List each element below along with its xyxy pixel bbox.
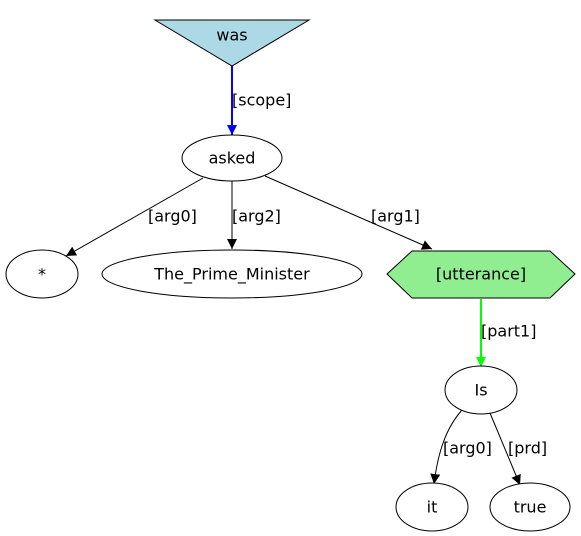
node-star-shape bbox=[5, 249, 79, 299]
node-was-label: was bbox=[216, 26, 247, 45]
node-asked-shape bbox=[181, 134, 283, 182]
edge-asked-star: [arg0] bbox=[65, 177, 204, 257]
node-is-shape bbox=[444, 365, 518, 415]
edge-line-arg0 bbox=[65, 177, 204, 257]
edge-line-arg1 bbox=[264, 175, 433, 250]
edge-line-is-arg0 bbox=[430, 409, 463, 485]
node-prime-minister: The_Prime_Minister bbox=[101, 249, 363, 299]
node-prime-minister-label: The_Prime_Minister bbox=[153, 265, 310, 285]
node-star: * bbox=[5, 249, 79, 299]
node-utterance-shape bbox=[386, 250, 576, 299]
edge-line-prd bbox=[489, 412, 521, 486]
edge-label-arg1: [arg1] bbox=[371, 207, 420, 226]
node-is-label: Is bbox=[474, 381, 487, 400]
edge-is-true: [prd] bbox=[489, 412, 547, 486]
node-true-shape bbox=[489, 482, 571, 532]
node-star-label: * bbox=[38, 265, 46, 284]
node-it: it bbox=[395, 482, 469, 532]
node-true: true bbox=[489, 482, 571, 532]
node-prime-minister-shape bbox=[101, 249, 363, 299]
edge-label-scope: [scope] bbox=[232, 91, 291, 110]
edge-is-it: [arg0] bbox=[430, 409, 492, 485]
node-it-label: it bbox=[427, 498, 438, 517]
edge-label-is-arg0: [arg0] bbox=[443, 439, 492, 458]
node-utterance-label: [utterance] bbox=[436, 265, 526, 284]
node-true-label: true bbox=[514, 498, 547, 517]
edge-label-prd: [prd] bbox=[508, 439, 547, 458]
edge-asked-utterance: [arg1] bbox=[264, 175, 433, 250]
node-asked: asked bbox=[181, 134, 283, 182]
node-is: Is bbox=[444, 365, 518, 415]
edge-utterance-is: [part1] bbox=[476, 299, 536, 367]
edge-label-part1: [part1] bbox=[481, 322, 536, 341]
node-was-shape bbox=[153, 19, 311, 67]
node-asked-label: asked bbox=[209, 149, 256, 168]
edge-was-asked: [scope] bbox=[227, 66, 291, 135]
edge-label-arg2: [arg2] bbox=[232, 207, 281, 226]
node-it-shape bbox=[395, 482, 469, 532]
node-was: was bbox=[153, 19, 311, 67]
edge-asked-prime-minister: [arg2] bbox=[227, 181, 281, 249]
edge-label-arg0: [arg0] bbox=[148, 207, 197, 226]
node-utterance: [utterance] bbox=[386, 250, 576, 299]
